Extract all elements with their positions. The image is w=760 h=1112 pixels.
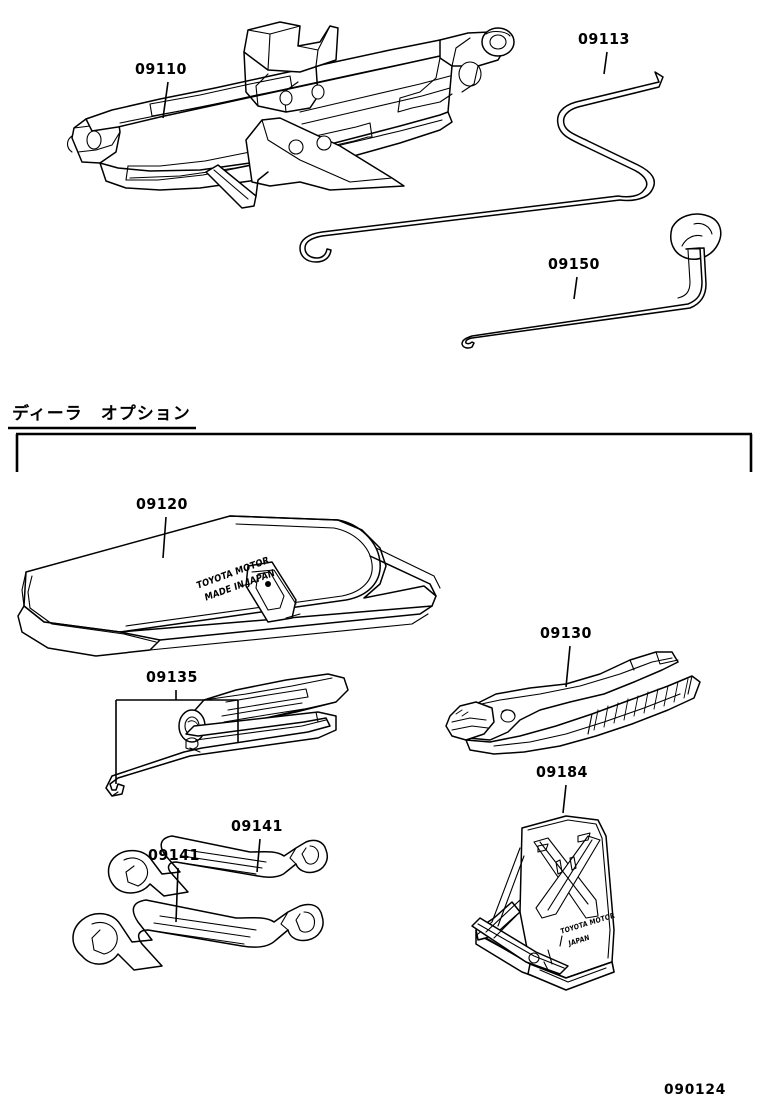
figure-number: 090124 (664, 1082, 727, 1098)
callout-09120[interactable]: 09120 (136, 495, 188, 513)
leader-09184 (562, 784, 567, 814)
callout-09110[interactable]: 09110 (135, 60, 187, 78)
callout-09184[interactable]: 09184 (536, 763, 588, 781)
callout-09141-lower[interactable]: 09141 (148, 846, 200, 864)
part-jack-assembly (66, 21, 515, 209)
part-wheel-nut-wrench (461, 213, 722, 349)
leader-09120 (162, 516, 167, 559)
leader-09110 (162, 81, 169, 119)
leader-09141-upper (256, 838, 261, 873)
part-pliers (445, 651, 701, 755)
leader-09113 (603, 51, 608, 75)
callout-09135[interactable]: 09135 (146, 668, 198, 686)
dealer-option-header: ディーラ オプション (12, 404, 191, 424)
callout-09150[interactable]: 09150 (548, 255, 600, 273)
part-tool-bag (17, 515, 441, 657)
leader-09130 (565, 645, 571, 688)
callout-leaders (115, 51, 608, 923)
dealer-option-bracket (8, 426, 753, 472)
callout-09130[interactable]: 09130 (540, 624, 592, 642)
part-wrench-lower (72, 899, 324, 971)
part-screwdriver (105, 673, 349, 797)
leader-09141-lower (175, 867, 179, 923)
part-jack-handle-rod (299, 71, 664, 263)
leader-09150 (573, 276, 578, 300)
part-wheel-chock (471, 815, 615, 991)
callout-09113[interactable]: 09113 (578, 30, 630, 48)
part-wrench-upper (107, 835, 328, 897)
callout-09141-upper[interactable]: 09141 (231, 817, 283, 835)
